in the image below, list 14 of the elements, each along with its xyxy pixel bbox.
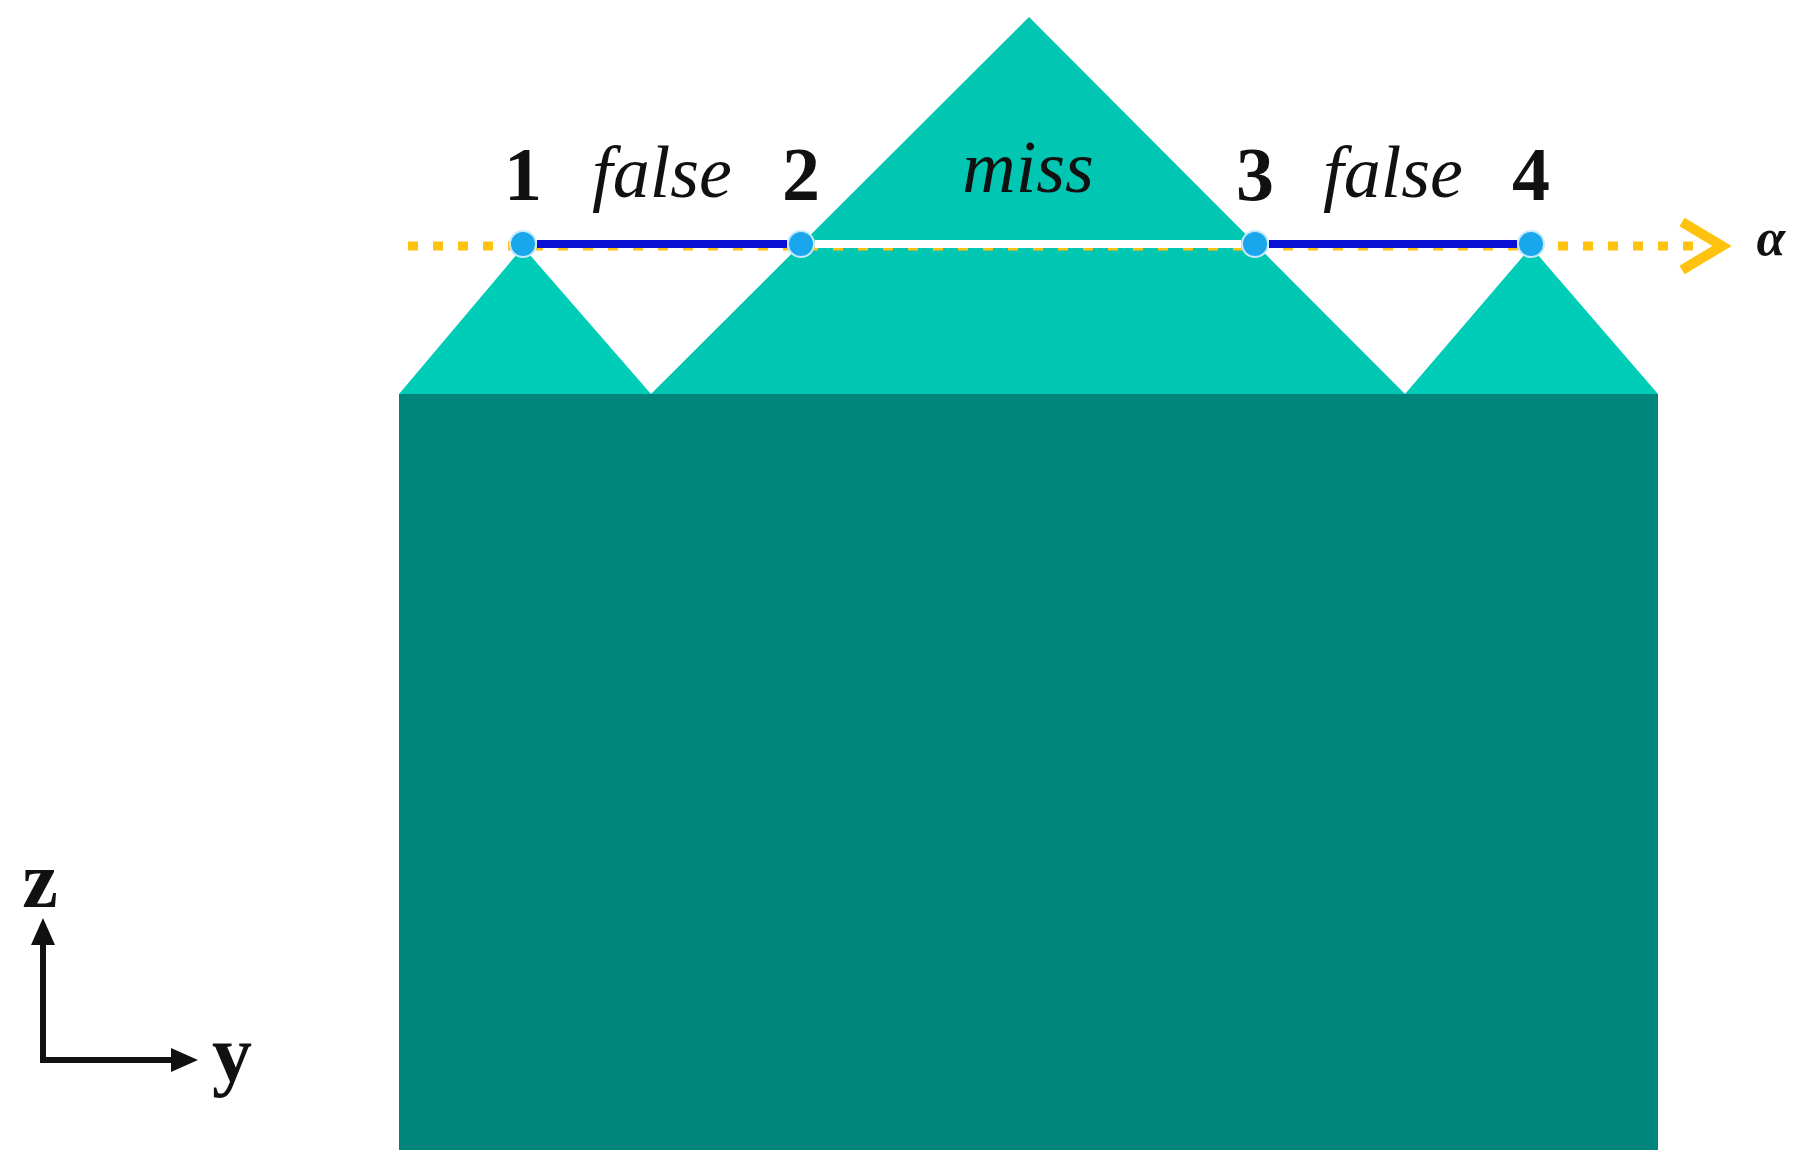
line-segment [815, 240, 1241, 248]
line-segment [537, 240, 787, 248]
axis-label: z [22, 840, 58, 920]
intersection-point [1241, 230, 1269, 258]
point-number: 4 [1512, 136, 1550, 212]
ray-label: α [1756, 212, 1786, 264]
edge-label: miss [962, 130, 1094, 204]
intersection-point [509, 230, 537, 258]
line-segment [1269, 240, 1517, 248]
intersection-point [787, 230, 815, 258]
point-number: 2 [782, 136, 820, 212]
intersection-point [1517, 230, 1545, 258]
point-number: 1 [504, 136, 542, 212]
point-number: 3 [1236, 136, 1274, 212]
